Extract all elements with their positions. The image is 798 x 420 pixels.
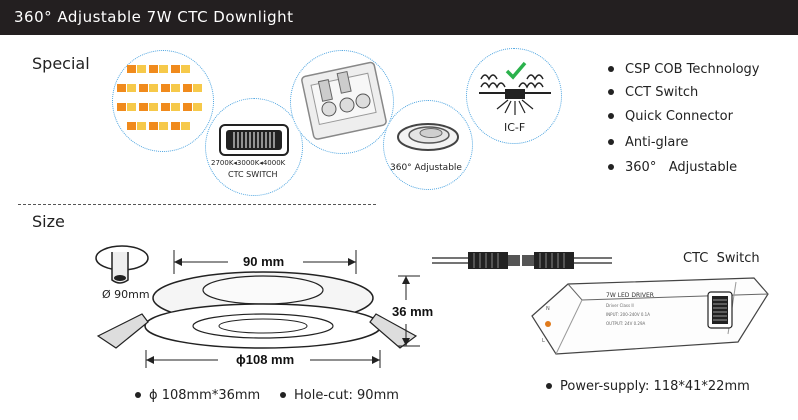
downlight-side-drawing [96,250,420,368]
downlight-tilt-icon [397,123,459,151]
led-chip [149,103,158,111]
led-chip [137,122,146,130]
led-chip [159,65,168,73]
height-dimension: 36 mm [392,304,434,319]
size-bullet-hole-cut: Hole-cut: 90mm [280,388,399,403]
led-chip [183,84,192,92]
size-bullet-dimensions: ɸ 108mm*36mm [135,388,260,403]
led-chip-circle [112,50,214,152]
led-chip [159,122,168,130]
led-chip [181,122,190,130]
hole-cut-icon [95,245,149,284]
led-chip [137,65,146,73]
bullet-icon [608,138,614,145]
led-chip [127,122,136,130]
bottom-width-dimension: ɸ108 mm [236,352,295,367]
led-chip [171,65,180,73]
feature-antiglare: Anti-glare [608,135,688,150]
icf-label: IC-F [504,121,526,134]
bullet-icon [135,391,141,398]
quick-connector-icon [301,61,387,140]
led-chip [161,84,170,92]
driver-box-drawing [531,277,769,355]
led-chip [149,65,158,73]
power-supply-size: Power-supply: 118*41*22mm [546,379,750,394]
cable-connector-icon [432,252,612,269]
driver-title: 7W LED DRIVER [606,292,654,299]
feature-cct: CCT Switch [608,85,698,100]
feature-adjustable: 360° Adjustable [608,160,737,175]
driver-letter-n: N [546,306,550,312]
led-chip [171,122,180,130]
bullet-icon [280,391,286,398]
driver-class: Driver Class II [606,303,634,308]
led-chip [181,65,190,73]
driver-letter-l: L [542,338,545,344]
special-heading: Special [32,54,90,73]
led-chip [139,84,148,92]
led-chip [127,103,136,111]
ctc-switch-circle: 2700K◂3000K◂4000K CTC SWITCH [205,98,303,196]
led-chip [139,103,148,111]
page-title: 360° Adjustable 7W CTC Downlight [14,8,294,26]
led-chip [127,84,136,92]
switch-temperatures: 2700K◂3000K◂4000K [211,159,286,167]
led-chip [183,103,192,111]
ctc-switch-label: CTC Switch [683,251,760,266]
led-chip [171,84,180,92]
icf-circle: IC-F [466,48,562,144]
led-chip-icon [117,65,202,130]
led-chip [149,84,158,92]
driver-output: OUTPUT: 24V 0.29A [606,321,646,326]
led-chip [117,84,126,92]
led-chip [193,103,202,111]
bullet-icon [608,163,614,170]
switch-label: CTC SWITCH [228,170,278,179]
bullet-icon [546,382,552,389]
led-chip [127,65,136,73]
led-chip [193,84,202,92]
led-chip [117,103,126,111]
led-chip [161,103,170,111]
top-width-dimension: 90 mm [243,254,285,269]
bullet-icon [608,88,614,95]
feature-connector: Quick Connector [608,109,733,124]
title-bar: 360° Adjustable 7W CTC Downlight [0,0,798,35]
insulation-icon [479,61,551,115]
feature-cob: CSP COB Technology [608,62,759,77]
adjustable-circle: 360° Adjustable [383,100,473,190]
bullet-icon [608,65,614,72]
cut-diameter: Ø 90mm [102,288,150,301]
led-chip [171,103,180,111]
adjustable-label: 360° Adjustable [390,163,462,173]
section-divider [18,204,376,205]
driver-input: INPUT: 200-240V 0.1A [606,312,650,317]
quick-connector-circle [290,50,394,154]
led-chip [149,122,158,130]
size-heading: Size [32,212,65,231]
bullet-icon [608,112,614,119]
slide-switch-icon [219,124,289,156]
